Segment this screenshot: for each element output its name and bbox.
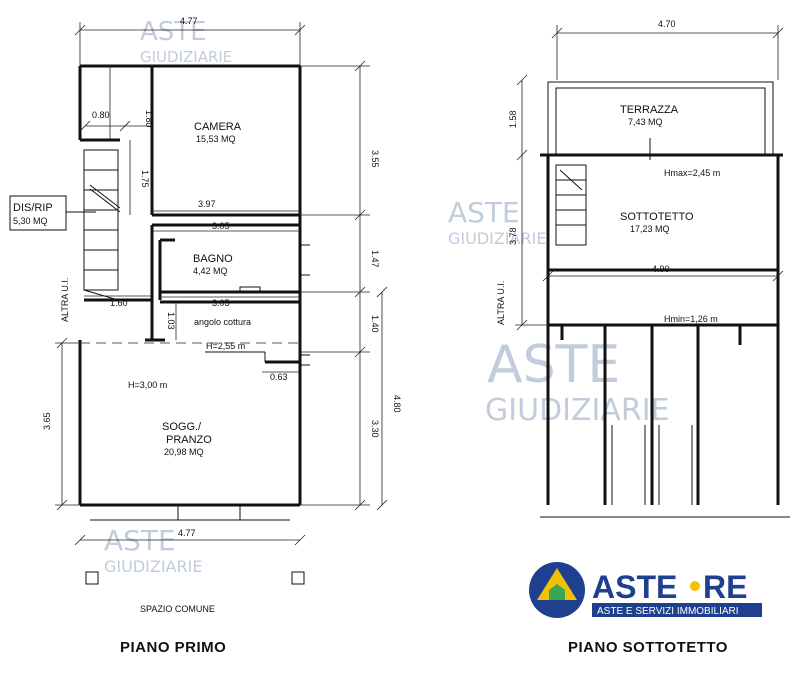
dim-stair-height: 1.75	[140, 170, 150, 188]
dim-right-330: 3.30	[370, 420, 380, 438]
logo-name-re: RE	[703, 569, 747, 605]
svg-text:GIUDIZIARIE: GIUDIZIARIE	[448, 229, 546, 248]
room-angolo-name: angolo cottura	[194, 317, 251, 327]
aste-re-logo: ASTE RE ASTE E SERVIZI IMMOBILIARI	[529, 562, 762, 618]
room-terrazza-area: 7,43 MQ	[628, 117, 663, 127]
room-bagno-area: 4,42 MQ	[193, 266, 228, 276]
room-disrip-area: 5,30 MQ	[13, 216, 48, 226]
dim-sott-top-width: 4.70	[658, 19, 676, 29]
piano-sottotetto-title: PIANO SOTTOTETTO	[568, 639, 728, 656]
piano-primo-title: PIANO PRIMO	[120, 639, 226, 656]
room-soggiorno-name1: SOGG./	[162, 421, 202, 433]
svg-text:ASTE: ASTE	[487, 335, 620, 395]
room-terrazza-name: TERRAZZA	[620, 104, 679, 116]
svg-text:ASTE: ASTE	[140, 17, 207, 47]
svg-text:GIUDIZIARIE: GIUDIZIARIE	[485, 393, 670, 428]
room-camera-name: CAMERA	[194, 121, 242, 133]
svg-text:ASTE: ASTE	[104, 524, 176, 557]
note-altra-ui-right: ALTRA U.I.	[496, 281, 506, 325]
dim-small-063: 0.63	[270, 372, 288, 382]
logo-house-icon	[549, 584, 565, 600]
svg-text:GIUDIZIARIE: GIUDIZIARIE	[140, 48, 232, 66]
watermark-mid-right: ASTE GIUDIZIARIE	[448, 196, 546, 248]
dim-right-bagno: 1.47	[370, 250, 380, 268]
room-sottotetto-area: 17,23 MQ	[630, 224, 670, 234]
dim-corridor-width: 0.80	[92, 110, 110, 120]
watermark-top-left: ASTE GIUDIZIARIE	[140, 17, 232, 66]
note-altra-ui-left: ALTRA U.I.	[60, 278, 70, 322]
svg-text:GIUDIZIARIE: GIUDIZIARIE	[104, 557, 202, 576]
logo-tagline: ASTE E SERVIZI IMMOBILIARI	[597, 606, 739, 617]
dim-wall-305a: 3.05	[212, 221, 230, 231]
logo-tagline-bar	[592, 603, 762, 617]
room-sottotetto-name: SOTTOTETTO	[620, 211, 694, 223]
disrip-label-box	[9, 195, 67, 231]
logo-dot-icon	[690, 581, 700, 591]
dim-terrazza-height: 1.58	[508, 110, 518, 128]
dim-wall-305b: 3.05	[212, 298, 230, 308]
room-soggiorno-name2: PRANZO	[166, 434, 212, 446]
room-camera-area: 15,53 MQ	[196, 134, 236, 144]
dim-small-103: 1.03	[166, 312, 176, 330]
watermark-center-right: ASTE GIUDIZIARIE	[485, 335, 670, 428]
room-disrip-name: DIS/RIP	[13, 202, 53, 214]
svg-text:ASTE: ASTE	[448, 196, 520, 229]
dim-bottom-width: 4.77	[178, 528, 196, 538]
dim-right-140: 1.40	[370, 315, 380, 333]
dim-wall-160: 1.60	[110, 298, 128, 308]
watermark-bottom-left: ASTE GIUDIZIARIE	[104, 524, 202, 576]
dim-wall-397: 3.97	[198, 199, 216, 209]
note-hmin: Hmin=1,26 m	[664, 314, 718, 324]
piano-sottotetto-plan: 4.70 TERRAZZA 7,43 MQ 1.58	[496, 19, 790, 656]
dim-sott-left-378: 3.78	[508, 227, 518, 245]
dim-right-camera: 3.55	[370, 150, 380, 168]
dim-camera-height: 1.80	[144, 110, 154, 128]
logo-name-aste: ASTE	[592, 569, 677, 605]
dim-top-width: 4.77	[180, 16, 198, 26]
dim-sott-mid-width: 4.90	[652, 264, 670, 274]
dim-right-480: 4.80	[392, 395, 402, 413]
note-h255: H=2,55 m	[206, 341, 245, 351]
room-soggiorno-area: 20,98 MQ	[164, 447, 204, 457]
note-hmax: Hmax=2,45 m	[664, 168, 720, 178]
room-bagno-name: BAGNO	[193, 253, 233, 265]
note-h300: H=3,00 m	[128, 380, 167, 390]
dim-left-365: 3.65	[42, 412, 52, 430]
note-spazio-comune: SPAZIO COMUNE	[140, 604, 215, 614]
piano-primo-plan: 4.77	[9, 16, 402, 656]
